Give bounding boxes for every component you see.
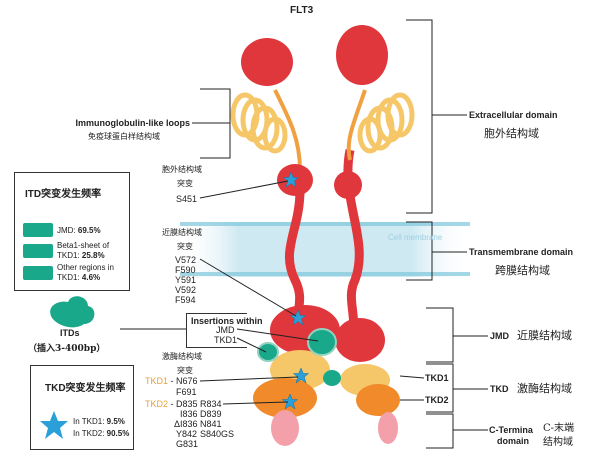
insertion-tkd1: TKD1 [214,335,238,345]
mutation: N676 [176,376,198,386]
jm-mutation-list: V572 F590 Y591 V592 F594 [175,255,196,305]
mutation: F590 [175,265,196,275]
tkd1-label: TKD1 [425,373,449,383]
jmd-itd-icon [23,223,53,237]
insertions-bracket [186,313,247,348]
mutation: F594 [175,295,196,305]
cterm-cn-2: 结构域 [543,437,573,448]
left-ig-coil [230,92,288,154]
transmembrane-label: Transmembrane domain [469,247,574,257]
jmd-cn: 近膜结构域 [517,329,572,342]
insertion-jmd: JMD [216,325,235,335]
itd-box-title: ITD突变发生频率 [25,189,102,200]
itd-row: Other regions in TKD1: 4.6% [57,263,114,282]
kinase-mut-heading: 激酶结构域 [162,352,202,361]
mutation: S840GS [200,429,235,439]
mutation: ΔI836 [174,419,198,429]
mutation: R834 [200,399,222,409]
itds-sub: （插入3-400bp） [28,344,106,354]
star-icon [289,309,307,326]
tkd1-mutations: TKD1 - N676 [145,376,198,386]
title: FLT3 [290,5,314,16]
cterm-label: C-Termina [489,425,533,435]
tkd2-mutations: TKD2 - D835 [145,399,198,409]
mutation: V592 [175,285,197,295]
star-icon [282,171,300,188]
mutation: Y591 [175,275,197,285]
mutation: N841 [200,419,222,429]
tkd-row: In TKD2: 90.5% [73,429,130,438]
jmd-label: JMD [490,331,510,341]
membrane-label: Cell membrane [388,233,443,242]
mutation-s451: S451 [176,194,198,204]
mutation: D835 [176,399,198,409]
mutation: V572 [175,255,197,265]
star-icon [40,411,68,439]
cterm-cn: C-末端 [543,423,575,434]
star-icon [292,367,310,384]
jm-mut-sub: 突变 [177,242,193,251]
ig-loops-label: Immunoglobulin-like loops [75,118,191,128]
left-head-domain [241,38,293,86]
mutation: G831 [176,439,199,449]
tkd1-tag: TKD1 [145,376,169,386]
cterm-label-2: domain [497,436,530,446]
extracellular-label: Extracellular domain [469,110,558,120]
tkd2-tag: TKD2 [145,399,169,409]
mutation: I836 [180,409,198,419]
extracellular-cn: 胞外结构域 [484,127,539,140]
cell-membrane [180,222,470,277]
ig-loops-cn: 免疫球蛋白样结构域 [88,132,160,141]
extracellular-mut-sub: 突变 [177,179,193,188]
itds-label: ITDs [60,328,80,338]
jm-mut-heading: 近膜结构域 [162,228,202,237]
mutation: F691 [176,387,197,397]
tkd-box-title: TKD突变发生频率 [45,383,126,394]
beta1-itd-icon [23,244,53,258]
tkd-frequency-box: TKD突变发生频率 In TKD1: 9.5% In TKD2: 90.5% [30,365,134,450]
kinase-mut-sub: 突变 [177,366,193,375]
itd-row: Beta1-sheet of TKD1: 25.8% [57,241,110,260]
transmembrane-cn: 跨膜结构域 [495,264,550,277]
right-ig-coil [357,92,415,154]
leader-lines [120,19,488,449]
tkd-cn: 激酶结构域 [517,382,572,395]
tkd2-domain [253,378,317,418]
star-icon [281,393,299,410]
mutation: D839 [200,409,222,419]
itd-blob-icon [50,296,95,328]
other-itd-icon [23,266,53,280]
tkd-label: TKD [490,384,509,394]
insertions-title: Insertions within [191,316,263,326]
itd-frequency-box: ITD突变发生频率 JMD: 69.5% Beta1-sheet of TKD1… [14,172,130,291]
tkd-row: In TKD1: 9.5% [73,417,125,426]
tkd2-label: TKD2 [425,395,449,405]
c-terminal-domain [271,410,299,446]
right-head-domain [336,25,388,85]
mutation: Y842 [176,429,198,439]
extracellular-mut-heading: 胞外结构域 [162,165,202,174]
itd-row: JMD: 69.5% [57,226,101,235]
